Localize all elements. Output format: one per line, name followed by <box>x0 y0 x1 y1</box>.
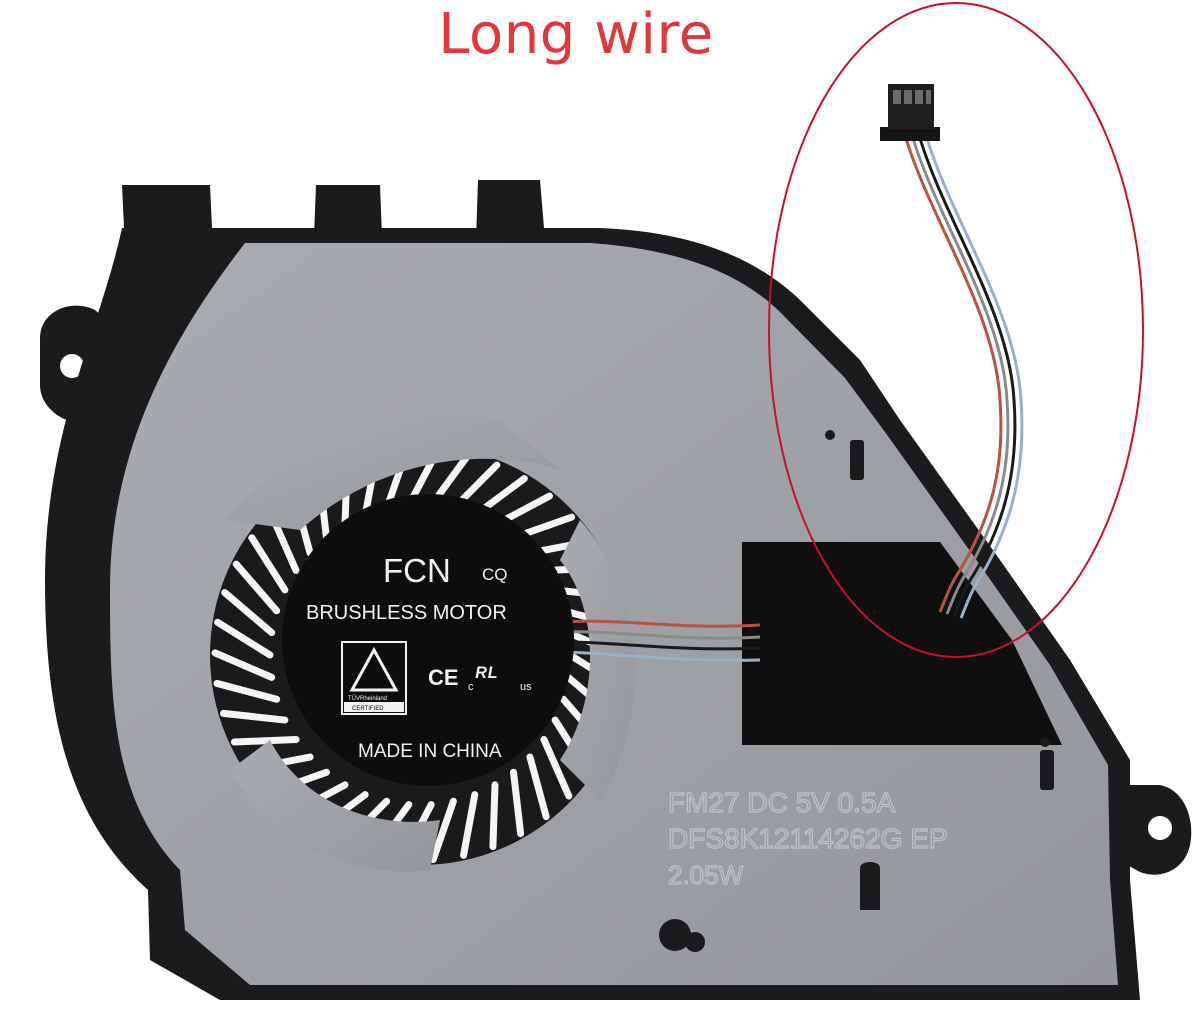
spec-line-1: FM27 DC 5V 0.5A <box>668 787 896 818</box>
impeller-blade <box>429 797 457 864</box>
tuv-certified-logo: TÜVRheinland CERTIFIED <box>341 641 407 715</box>
spec-line-3: 2.05W <box>668 860 744 890</box>
ul-mark: c ᴿᴸ us <box>468 663 532 693</box>
svg-text:ᴿᴸ: ᴿᴸ <box>474 663 497 690</box>
connector-plug <box>880 84 940 141</box>
impeller-blade <box>221 589 276 637</box>
svg-text:TÜVRheinland: TÜVRheinland <box>348 695 387 702</box>
impeller-blade <box>540 735 573 800</box>
impeller-blade <box>510 768 525 838</box>
ce-mark: CE <box>428 665 459 690</box>
brand-suffix: CQ <box>482 565 508 584</box>
impeller-blade <box>489 781 499 851</box>
plate-spokes <box>225 414 636 872</box>
impeller-blade <box>219 709 289 724</box>
motor-type-label: BRUSHLESS MOTOR <box>306 602 507 624</box>
impeller-blade <box>211 649 276 681</box>
impeller-blade <box>232 560 281 615</box>
highlight-ellipse <box>768 2 1144 658</box>
plate-rivets <box>659 430 1050 952</box>
origin-label: MADE IN CHINA <box>358 741 502 762</box>
frame-clips <box>850 440 1054 790</box>
caption-long-wire: Long wire <box>438 2 714 67</box>
impeller-blade <box>248 534 289 594</box>
impeller-blade <box>230 735 300 746</box>
impeller-blade <box>213 679 281 703</box>
impeller-blade <box>526 753 550 821</box>
impeller-blade <box>460 791 479 859</box>
svg-text:c: c <box>468 681 474 693</box>
impeller-blade <box>214 618 274 659</box>
brand-label: FCN <box>383 552 451 589</box>
spec-line-2: DFS8K12114262G EP <box>668 823 948 854</box>
fan-cable <box>903 134 1024 619</box>
svg-text:CERTIFIED: CERTIFIED <box>352 706 384 712</box>
svg-text:us: us <box>520 681 532 693</box>
internal-wires <box>564 619 761 662</box>
